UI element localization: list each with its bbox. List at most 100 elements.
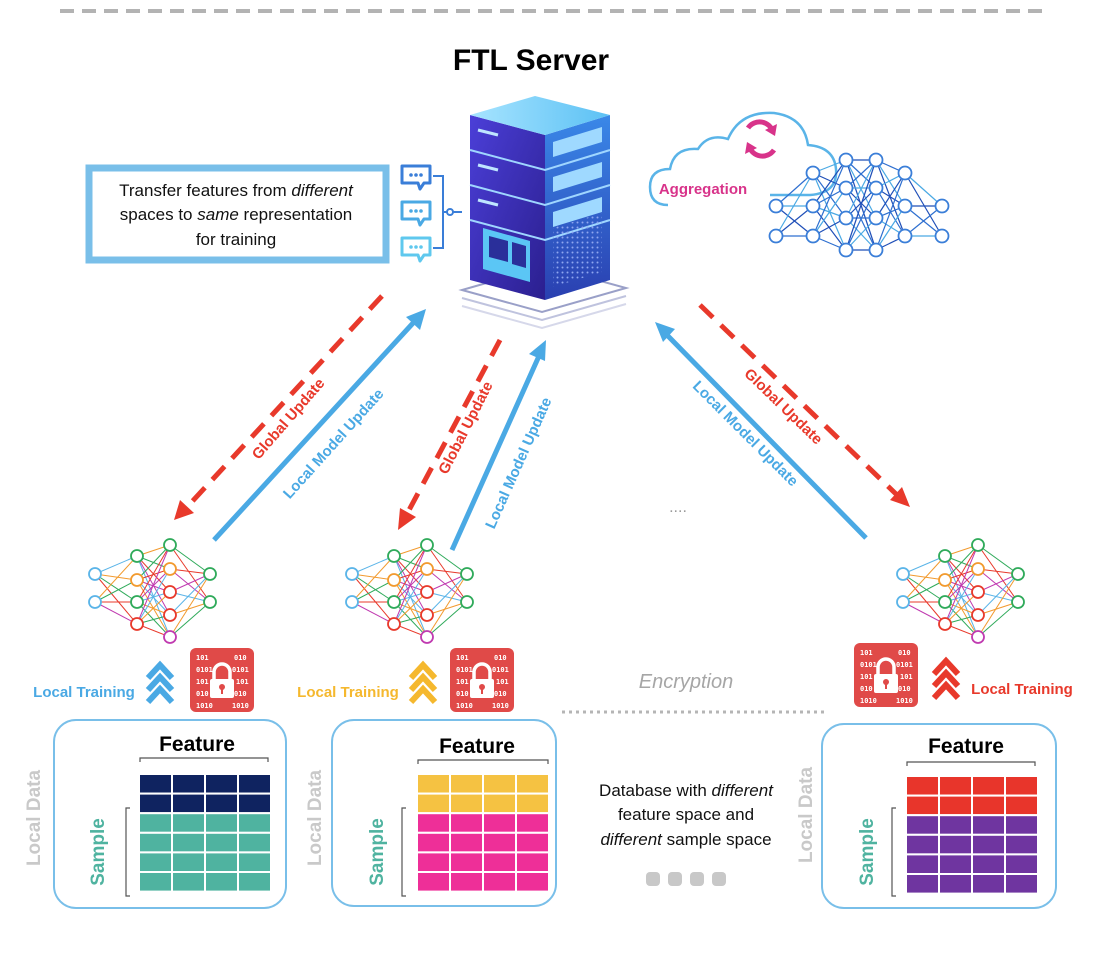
feature-cell <box>237 792 272 815</box>
sample-cell <box>938 873 973 895</box>
network-node <box>971 562 985 576</box>
sample-cell <box>971 833 1006 856</box>
training-chevron-icon-2 <box>408 660 438 705</box>
network-edge <box>904 172 943 237</box>
network-edge <box>393 544 428 603</box>
network-edge <box>775 172 814 237</box>
sample-bracket-3 <box>891 807 896 897</box>
sample-label-2: Sample <box>367 818 388 886</box>
sample-cell <box>938 814 973 836</box>
network-edge <box>169 544 211 575</box>
sample-cell <box>905 833 940 856</box>
network-edge <box>136 544 171 581</box>
chat-icon <box>400 200 432 227</box>
feature-label-3: Feature <box>928 735 1004 758</box>
feature-cell <box>138 792 173 815</box>
data-table-1 <box>138 773 272 893</box>
network-edge <box>977 573 1019 593</box>
network-edge <box>169 568 211 603</box>
feature-cell <box>1004 794 1039 817</box>
network-node <box>868 152 884 168</box>
feature-transfer-chat-icons <box>400 164 462 263</box>
sample-cell <box>416 851 451 874</box>
callout-line1-pre: Transfer features from <box>119 181 291 200</box>
network-node <box>971 608 985 622</box>
data-table-2 <box>416 773 550 893</box>
network-edge <box>845 187 877 251</box>
sync-icon <box>745 119 777 159</box>
network-edge <box>977 544 1019 575</box>
sample-cell <box>938 853 973 876</box>
network-edge <box>426 601 468 616</box>
network-edge <box>351 601 395 625</box>
network-edge <box>944 591 979 625</box>
network-edge <box>902 573 946 603</box>
update-arrows <box>174 294 910 552</box>
local-model-network-1 <box>88 538 217 644</box>
network-edge <box>977 544 1019 603</box>
feature-label-1: Feature <box>159 733 235 756</box>
local-data-label-3: Local Data <box>796 767 817 864</box>
feature-cell <box>416 773 451 795</box>
local-model-network-2 <box>345 538 474 644</box>
sample-cell <box>1004 833 1039 856</box>
network-edge <box>426 568 468 603</box>
network-edge <box>902 579 946 603</box>
network-edge <box>136 544 171 603</box>
network-node <box>130 573 144 587</box>
sample-cell <box>171 851 206 874</box>
local-model-network-3 <box>896 538 1025 644</box>
network-node <box>130 549 144 563</box>
network-node <box>838 242 854 258</box>
feature-cell <box>482 792 517 815</box>
network-node <box>163 538 177 552</box>
svg-text:Database with different: Database with different <box>599 781 774 800</box>
network-edge <box>875 159 906 207</box>
feature-cell <box>938 775 973 797</box>
network-edge <box>351 573 395 625</box>
sample-label-1: Sample <box>88 818 109 886</box>
sample-cell <box>171 871 206 893</box>
feature-cell <box>171 792 206 815</box>
network-node <box>163 562 177 576</box>
network-edge <box>977 573 1019 638</box>
network-node <box>420 630 434 644</box>
network-edge <box>775 205 814 237</box>
network-edge <box>875 159 906 237</box>
global-update-label-2: Global Update <box>435 379 496 477</box>
network-node <box>971 630 985 644</box>
sample-cell <box>905 814 940 836</box>
encryption-label: Encryption <box>639 671 734 693</box>
feature-cell <box>138 773 173 795</box>
network-edge <box>94 579 138 603</box>
training-chevron-icon-3 <box>931 656 961 701</box>
network-edge <box>351 555 395 603</box>
aggregation-cloud: Aggregation <box>648 111 838 207</box>
sample-cell <box>171 812 206 834</box>
network-edge <box>944 544 979 581</box>
network-edge <box>977 568 1019 603</box>
sample-cell <box>1004 873 1039 895</box>
svg-text:different sample space: different sample space <box>600 830 771 849</box>
callout-line2-post: representation <box>239 205 352 224</box>
network-node <box>387 549 401 563</box>
network-node <box>897 165 913 181</box>
sample-cell <box>237 851 272 874</box>
svg-text:spaces to same representation: spaces to same representation <box>120 205 352 224</box>
network-edge <box>426 573 468 593</box>
callout-line1-em: different <box>291 181 354 200</box>
network-edge <box>426 601 468 638</box>
network-node <box>345 567 359 581</box>
network-edge <box>845 159 877 219</box>
network-node <box>460 567 474 581</box>
sample-cell <box>416 871 451 893</box>
feature-cell <box>905 775 940 797</box>
local-model-update-label-3: Local Model Update <box>689 378 801 490</box>
network-edge <box>977 573 1019 616</box>
aggregation-label: Aggregation <box>659 181 747 198</box>
db-note-line1-pre: Database with <box>599 781 711 800</box>
network-node <box>1011 595 1025 609</box>
network-node <box>203 595 217 609</box>
sample-cell <box>515 812 550 834</box>
sample-cell <box>138 871 173 893</box>
